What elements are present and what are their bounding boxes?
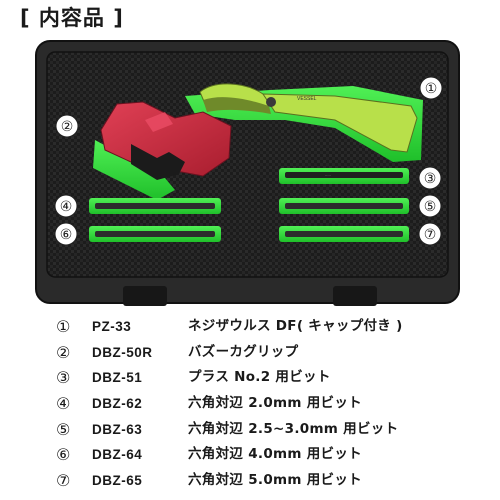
tool-case-photo: VESSEL ····· <box>35 40 460 308</box>
part-name: 六角対辺 2.5~3.0mm 用ビット <box>188 420 399 437</box>
part-number: ③ <box>56 368 71 388</box>
svg-text:④: ④ <box>60 199 73 215</box>
part-code: PZ-33 <box>92 319 132 334</box>
part-number: ① <box>56 317 71 336</box>
part-row: ⑥ DBZ-64 六角対辺 4.0mm 用ビット <box>0 442 500 468</box>
part-name: プラス No.2 用ビット <box>188 369 331 386</box>
part-row: ④ DBZ-62 六角対辺 2.0mm 用ビット <box>0 391 500 417</box>
part-number: ⑤ <box>56 419 71 439</box>
svg-text:⑦: ⑦ <box>424 227 437 243</box>
case-latch-right <box>333 286 377 306</box>
case-latch-left <box>123 286 167 306</box>
svg-text:⑥: ⑥ <box>60 227 73 243</box>
part-code: DBZ-64 <box>92 447 143 463</box>
grip-insert <box>93 140 175 200</box>
part-row: ① PZ-33 ネジザウルス DF( キャップ付き ) <box>0 314 500 340</box>
page-heading: [ 内容品 ] <box>20 6 124 30</box>
svg-text:③: ③ <box>424 171 437 187</box>
bit-slot-4 <box>89 198 221 214</box>
part-row: ⑦ DBZ-65 六角対辺 5.0mm 用ビット <box>0 468 500 494</box>
part-code: DBZ-51 <box>92 370 143 386</box>
callout-4: ④ <box>54 194 78 218</box>
part-name: 六角対辺 4.0mm 用ビット <box>188 446 362 463</box>
bazooka-grip <box>100 101 232 180</box>
svg-text:②: ② <box>61 119 74 135</box>
part-code: DBZ-62 <box>92 396 143 412</box>
part-number: ⑦ <box>56 471 71 491</box>
part-number: ② <box>56 342 71 362</box>
part-row: ③ DBZ-51 プラス No.2 用ビット <box>0 365 500 391</box>
callout-2: ② <box>55 114 79 138</box>
part-number: ⑥ <box>56 445 71 465</box>
bit-slot-6 <box>89 226 221 242</box>
part-code: DBZ-63 <box>92 421 143 437</box>
bit-slot-5 <box>279 198 409 214</box>
pliers-brand-label: VESSEL <box>297 96 317 102</box>
part-name: バズーカグリップ <box>188 343 299 360</box>
part-code: DBZ-65 <box>92 473 143 489</box>
part-name: 六角対辺 2.0mm 用ビット <box>188 395 362 412</box>
svg-text:①: ① <box>425 81 438 97</box>
callout-6: ⑥ <box>54 222 78 246</box>
parts-list: ① PZ-33 ネジザウルス DF( キャップ付き ) ② DBZ-50R バズ… <box>0 314 500 494</box>
part-name: ネジザウルス DF( キャップ付き ) <box>188 318 403 334</box>
callout-5: ⑤ <box>418 194 442 218</box>
part-code: DBZ-50R <box>92 344 153 360</box>
bit-slot-3: ····· <box>279 168 409 184</box>
part-row: ⑤ DBZ-63 六角対辺 2.5~3.0mm 用ビット <box>0 417 500 443</box>
callout-1: ① <box>419 76 443 100</box>
part-row: ② DBZ-50R バズーカグリップ <box>0 340 500 366</box>
svg-text:·····: ····· <box>325 174 331 178</box>
bit-slot-7 <box>279 226 409 242</box>
callout-3: ③ <box>418 166 442 190</box>
svg-text:⑤: ⑤ <box>424 199 437 215</box>
part-name: 六角対辺 5.0mm 用ビット <box>188 472 362 489</box>
callout-7: ⑦ <box>418 222 442 246</box>
pliers-tool: VESSEL <box>199 83 418 153</box>
part-number: ④ <box>56 394 71 414</box>
